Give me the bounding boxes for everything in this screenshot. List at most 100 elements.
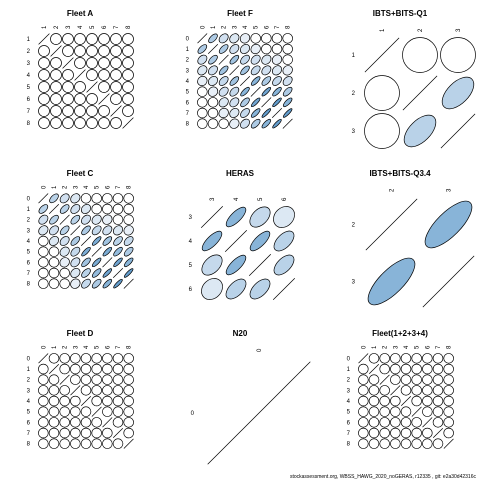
- correlation-ellipse: [50, 69, 62, 81]
- correlation-ellipse: [110, 81, 122, 93]
- correlation-ellipse: [102, 427, 113, 439]
- correlation-ellipse: [432, 438, 444, 449]
- correlation-ellipse: [122, 105, 134, 117]
- correlation-ellipse: [102, 395, 113, 407]
- correlation-ellipse: [422, 374, 433, 385]
- correlation-ellipse: [218, 44, 229, 54]
- correlation-ellipse: [443, 417, 454, 428]
- correlation-ellipse: [218, 118, 229, 129]
- correlation-ellipse: [424, 200, 473, 249]
- correlation-ellipse: [91, 363, 102, 375]
- correlation-ellipse: [368, 427, 380, 439]
- correlation-ellipse: [411, 385, 422, 396]
- correlation-ellipse: [70, 374, 81, 385]
- correlation-ellipse: [98, 57, 110, 69]
- correlation-ellipse: [197, 65, 208, 76]
- correlation-ellipse: [70, 204, 81, 214]
- panel-title: Fleet D: [67, 329, 94, 338]
- diagonal-mark: [207, 43, 219, 55]
- correlation-ellipse: [197, 54, 208, 65]
- column-tick-label: 0: [41, 345, 47, 349]
- correlation-ellipse: [358, 395, 369, 407]
- column-tick-label: 5: [95, 345, 101, 349]
- correlation-ellipse: [261, 76, 272, 86]
- correlation-ellipse: [364, 75, 400, 111]
- diagonal-mark: [50, 45, 62, 57]
- row-tick-label: 5: [186, 90, 190, 96]
- correlation-ellipse: [70, 278, 81, 289]
- correlation-ellipse: [91, 374, 102, 385]
- diagonal-mark: [102, 257, 113, 268]
- correlation-ellipse: [50, 57, 62, 69]
- column-tick-label: 7: [114, 25, 120, 29]
- column-tick-label: 3: [447, 188, 453, 192]
- correlation-ellipse: [59, 395, 70, 407]
- correlation-ellipse: [250, 108, 261, 118]
- correlation-ellipse: [390, 438, 401, 449]
- correlation-ellipse: [249, 278, 271, 300]
- correlation-ellipse: [86, 93, 98, 105]
- correlation-ellipse: [80, 427, 92, 439]
- diagonal-mark: [218, 54, 229, 65]
- correlation-ellipse: [123, 385, 134, 396]
- column-tick-label: 1: [52, 345, 58, 349]
- correlation-ellipse: [422, 427, 433, 439]
- column-tick-label: 3: [232, 25, 238, 29]
- correlation-ellipse: [368, 438, 380, 449]
- diagonal-mark: [364, 37, 400, 73]
- diagonal-mark: [98, 93, 110, 105]
- correlation-ellipse: [70, 267, 81, 279]
- correlation-ellipse: [74, 45, 86, 57]
- diagonal-mark: [365, 198, 418, 251]
- diagonal-mark: [102, 417, 113, 428]
- correlation-ellipse: [113, 236, 123, 246]
- column-tick-label: 1: [372, 345, 378, 349]
- correlation-ellipse: [38, 427, 49, 439]
- correlation-ellipse: [86, 57, 98, 69]
- correlation-ellipse: [432, 353, 444, 364]
- correlation-ellipse: [112, 363, 124, 375]
- correlation-ellipse: [229, 33, 240, 44]
- diagonal-mark: [200, 205, 224, 229]
- diagonal-mark: [38, 353, 49, 364]
- column-tick-label: 6: [102, 25, 108, 29]
- correlation-ellipse: [123, 427, 134, 439]
- row-tick-label: 7: [27, 431, 31, 437]
- row-tick-label: 3: [27, 388, 31, 394]
- correlation-ellipse: [113, 278, 123, 289]
- diagonal-mark: [411, 406, 422, 417]
- correlation-ellipse: [110, 69, 122, 81]
- column-tick-label: 7: [116, 185, 122, 189]
- correlation-ellipse: [70, 427, 81, 439]
- correlation-ellipse: [98, 81, 110, 93]
- row-tick-label: 3: [352, 129, 356, 135]
- correlation-ellipse: [400, 417, 412, 428]
- row-tick-label: 3: [27, 228, 31, 234]
- correlation-ellipse: [390, 353, 401, 364]
- correlation-ellipse: [38, 417, 49, 428]
- correlation-ellipse: [225, 206, 247, 228]
- correlation-ellipse: [411, 353, 422, 364]
- row-tick-label: 4: [186, 79, 190, 85]
- column-tick-label: 8: [127, 345, 133, 349]
- correlation-ellipse: [240, 118, 250, 129]
- column-tick-label: 1: [52, 185, 58, 189]
- diagonal-mark: [271, 107, 283, 119]
- correlation-ellipse: [70, 363, 81, 375]
- diagonal-mark: [390, 385, 401, 396]
- correlation-ellipse: [98, 33, 110, 45]
- diagonal-mark: [207, 361, 311, 465]
- diagonal-mark: [86, 81, 98, 93]
- correlation-ellipse: [48, 427, 60, 439]
- correlation-ellipse: [59, 363, 70, 375]
- correlation-ellipse: [229, 86, 240, 97]
- correlation-ellipse: [102, 438, 113, 449]
- correlation-ellipse: [411, 374, 422, 385]
- row-tick-label: 6: [189, 287, 193, 293]
- correlation-ellipse: [225, 254, 247, 276]
- row-tick-label: 2: [27, 378, 31, 384]
- diagonal-mark: [38, 193, 49, 204]
- correlation-ellipse: [197, 44, 208, 54]
